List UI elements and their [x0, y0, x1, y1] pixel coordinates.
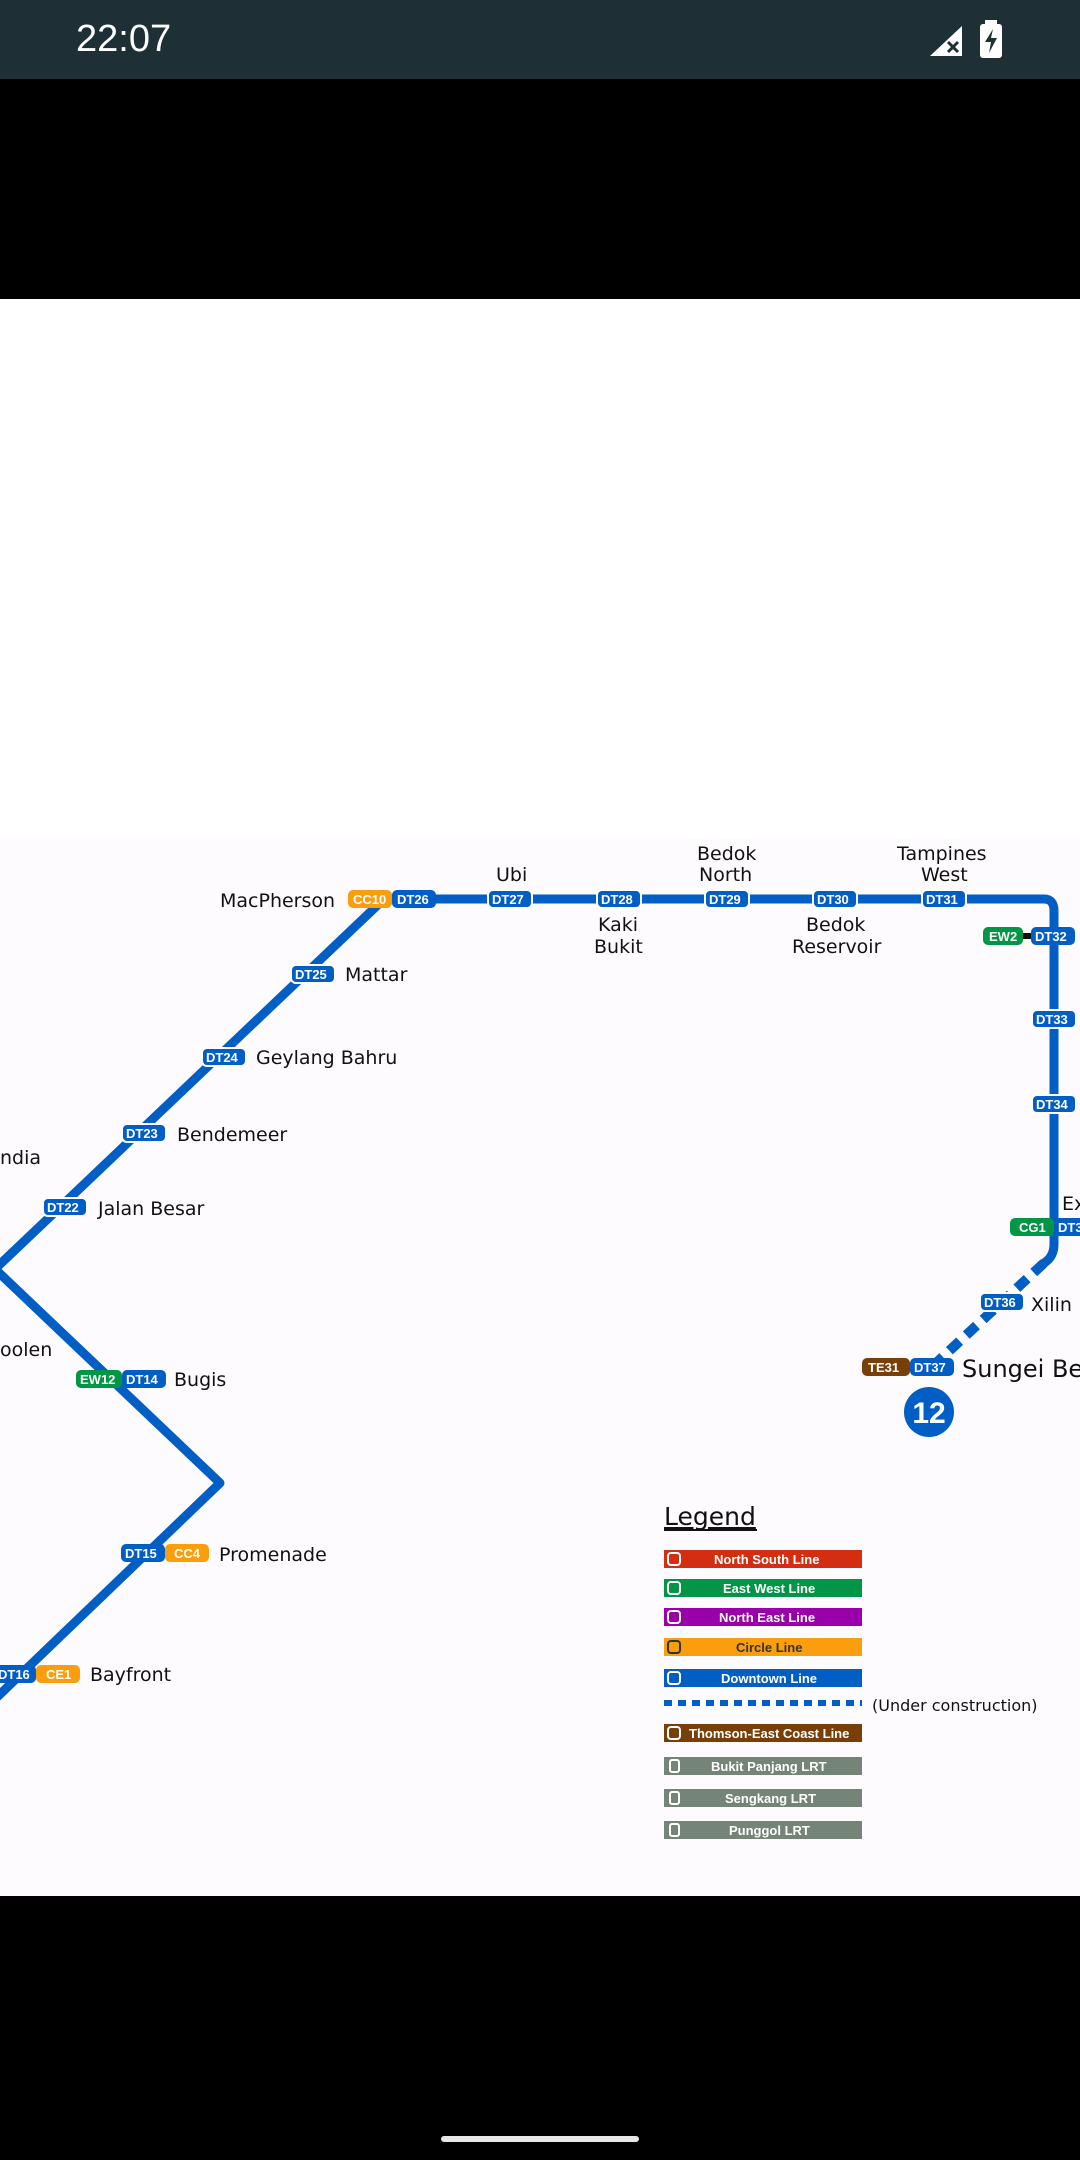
svg-text:Downtown Line: Downtown Line	[721, 1671, 817, 1686]
status-time: 22:07	[76, 18, 172, 60]
station-kaki-bukit-1[interactable]: Kaki	[598, 914, 638, 936]
station-jalan-besar[interactable]: Jalan Besar	[97, 1198, 205, 1220]
legend-item-north-south: North South Line	[664, 1550, 862, 1568]
station-rochor[interactable]: oolen	[0, 1339, 52, 1361]
legend-item-bukit-panjang: Bukit Panjang LRT	[664, 1757, 862, 1775]
code-cc10: CC10	[353, 892, 386, 907]
code-te31: TE31	[868, 1360, 899, 1375]
legend-item-sengkang: Sengkang LRT	[664, 1789, 862, 1807]
code-dt22: DT22	[47, 1200, 79, 1215]
station-tampines-west-1[interactable]: Tampines	[896, 843, 987, 865]
code-dt16: DT16	[0, 1667, 30, 1682]
svg-text:Bukit Panjang LRT: Bukit Panjang LRT	[711, 1759, 827, 1774]
station-bayfront[interactable]: Bayfront	[90, 1664, 171, 1686]
code-dt36: DT36	[984, 1295, 1016, 1310]
legend-title: Legend	[664, 1502, 756, 1531]
bottom-letterbox	[0, 1896, 1080, 2160]
svg-text:Sengkang LRT: Sengkang LRT	[725, 1791, 816, 1806]
code-cc4: CC4	[174, 1546, 201, 1561]
station-geylang-bahru[interactable]: Geylang Bahru	[256, 1047, 397, 1069]
code-dt28: DT28	[601, 892, 633, 907]
legend-item-circle: Circle Line	[664, 1638, 862, 1656]
code-dt35: DT3	[1058, 1220, 1080, 1235]
legend-under-construction: (Under construction)	[872, 1696, 1038, 1715]
code-dt15: DT15	[125, 1546, 157, 1561]
station-expo[interactable]: Ex	[1062, 1193, 1080, 1215]
code-dt23: DT23	[126, 1126, 158, 1141]
code-dt30: DT30	[817, 892, 849, 907]
code-dt14: DT14	[126, 1372, 159, 1387]
code-dt24: DT24	[206, 1050, 239, 1065]
code-dt26: DT26	[397, 892, 429, 907]
battery-charging-icon	[980, 20, 1002, 58]
dtl-under-construction	[931, 1259, 1048, 1368]
line-number-12: 12	[912, 1397, 945, 1430]
code-ce1: CE1	[46, 1667, 71, 1682]
station-ubi[interactable]: Ubi	[496, 864, 527, 886]
station-bedok-north-2[interactable]: North	[699, 864, 752, 886]
station-promenade[interactable]: Promenade	[219, 1544, 327, 1566]
legend-item-north-east: North East Line	[664, 1608, 862, 1626]
code-dt32: DT32	[1035, 929, 1067, 944]
station-kaki-bukit-2[interactable]: Bukit	[594, 936, 643, 958]
station-bedok-reservoir-1[interactable]: Bedok	[806, 914, 865, 936]
legend-item-downtown: Downtown Line	[664, 1669, 862, 1687]
gesture-nav-handle[interactable]	[441, 2136, 639, 2142]
code-badges: CC10 DT26 DT27 DT28 DT29 DT30 DT31 EW2 D…	[0, 889, 1080, 1683]
code-dt33: DT33	[1036, 1012, 1068, 1027]
station-macpherson[interactable]: MacPherson	[220, 890, 335, 912]
mrt-map-image[interactable]: MacPherson Ubi Kaki Bukit Bedok North Be…	[0, 299, 1080, 1896]
svg-text:North South Line: North South Line	[714, 1552, 819, 1567]
station-xilin[interactable]: Xilin	[1031, 1294, 1072, 1316]
station-bendemeer[interactable]: Bendemeer	[177, 1124, 287, 1146]
code-dt37: DT37	[914, 1360, 946, 1375]
svg-text:Punggol LRT: Punggol LRT	[729, 1823, 810, 1838]
code-ew2: EW2	[989, 929, 1017, 944]
code-dt25: DT25	[295, 967, 327, 982]
code-dt27: DT27	[492, 892, 524, 907]
signal-icon	[930, 26, 962, 56]
station-little-india[interactable]: ndia	[0, 1147, 41, 1169]
legend: Legend North South Line East West Line N…	[664, 1502, 1038, 1839]
legend-item-thomson-east-coast: Thomson-East Coast Line	[664, 1724, 862, 1742]
station-bedok-reservoir-2[interactable]: Reservoir	[792, 936, 882, 958]
legend-item-east-west: East West Line	[664, 1579, 862, 1597]
legend-item-punggol: Punggol LRT	[664, 1821, 862, 1839]
svg-text:Circle Line: Circle Line	[736, 1640, 802, 1655]
code-ew12: EW12	[80, 1372, 115, 1387]
svg-text:North East Line: North East Line	[719, 1610, 815, 1625]
top-letterbox	[0, 79, 1080, 299]
station-sungei-bedok[interactable]: Sungei Be	[962, 1355, 1080, 1383]
code-cg1: CG1	[1019, 1220, 1046, 1235]
code-dt31: DT31	[926, 892, 958, 907]
status-bar: 22:07	[0, 0, 1080, 79]
svg-text:East West Line: East West Line	[723, 1581, 815, 1596]
station-tampines-west-2[interactable]: West	[921, 864, 968, 886]
map-canvas: MacPherson Ubi Kaki Bukit Bedok North Be…	[0, 299, 1080, 1896]
station-mattar[interactable]: Mattar	[345, 964, 408, 986]
svg-text:Thomson-East Coast Line: Thomson-East Coast Line	[689, 1726, 849, 1741]
station-bugis[interactable]: Bugis	[174, 1369, 226, 1391]
station-bedok-north-1[interactable]: Bedok	[697, 843, 756, 865]
code-dt34: DT34	[1036, 1097, 1069, 1112]
code-dt29: DT29	[709, 892, 741, 907]
